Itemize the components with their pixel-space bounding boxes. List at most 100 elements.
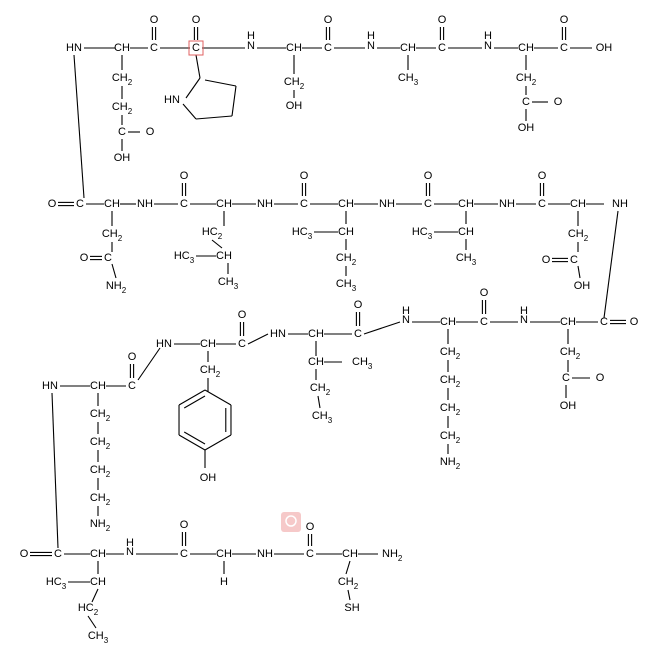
c-label-47: C xyxy=(424,198,432,210)
ch-label-41: CH xyxy=(216,198,232,210)
bond-layer xyxy=(30,27,626,629)
bond-143 xyxy=(51,392,59,549)
ch-label-130: CH xyxy=(90,576,106,588)
o-label-91: O xyxy=(630,316,639,328)
ch-label-79: CH xyxy=(308,328,324,340)
n-label-11: N xyxy=(367,40,375,52)
c-label-36: C xyxy=(76,198,84,210)
ch2-label-70: CH2 xyxy=(568,228,589,243)
highlight-marker[interactable] xyxy=(281,512,301,532)
bond-161 xyxy=(91,588,99,603)
h3c-label-61: HC3 xyxy=(174,250,195,265)
h3c-label-131: HC3 xyxy=(46,576,67,591)
ch-label-8: CH xyxy=(286,42,302,54)
ch-label-1: CH xyxy=(114,42,130,54)
o-label-25: O xyxy=(146,126,155,138)
ch3-label-95: CH3 xyxy=(352,356,373,371)
ch2-label-22: CH2 xyxy=(112,72,133,87)
c-label-90: C xyxy=(600,316,608,328)
o-label-122: O xyxy=(180,519,189,531)
bond-112 xyxy=(178,434,206,451)
bond-110 xyxy=(178,389,206,406)
o-label-81: O xyxy=(354,299,363,311)
nh-label-50: NH xyxy=(499,198,515,210)
o-label-77: O xyxy=(238,309,247,321)
n-label-82: N xyxy=(402,314,410,326)
bond-137 xyxy=(137,347,161,381)
c-label-14: C xyxy=(438,42,446,54)
nh2-label-128: NH2 xyxy=(382,548,403,563)
ch2-label-134: CH2 xyxy=(338,576,359,591)
nh-label-46: NH xyxy=(379,198,395,210)
n-label-119: N xyxy=(126,546,134,558)
bond-30 xyxy=(185,77,201,99)
bond-42 xyxy=(73,54,85,199)
hn-label-78: HN xyxy=(270,328,286,340)
nh2-label-115: NH2 xyxy=(90,518,111,533)
o-label-33: O xyxy=(554,96,563,108)
ch-label-94: CH xyxy=(308,356,324,368)
bond-163 xyxy=(345,560,351,575)
nh-label-54: NH xyxy=(612,198,628,210)
bond-32 xyxy=(195,115,233,120)
nh-label-42: NH xyxy=(257,198,273,210)
c-label-51: C xyxy=(538,198,546,210)
ch-label-75: CH xyxy=(200,338,216,350)
n-label-87: N xyxy=(520,314,528,326)
selected-atom-marker[interactable] xyxy=(188,40,204,56)
ch-label-37: CH xyxy=(104,198,120,210)
ch2-label-23: CH2 xyxy=(112,101,133,116)
bond-87 xyxy=(577,265,581,279)
n-label-16: N xyxy=(484,40,492,52)
ch2-label-99: CH2 xyxy=(440,374,461,389)
c-label-85: C xyxy=(480,316,488,328)
o-label-35: O xyxy=(48,198,57,210)
ch-label-123: CH xyxy=(216,548,232,560)
ch-label-67: CH xyxy=(458,226,474,238)
h2c-label-59: HC2 xyxy=(202,226,223,241)
o-label-126: O xyxy=(306,521,315,533)
c-label-76: C xyxy=(238,338,246,350)
o-label-52: O xyxy=(538,170,547,182)
oh-label-29: OH xyxy=(286,100,303,112)
c-label-19: C xyxy=(560,42,568,54)
o-label-40: O xyxy=(180,170,189,182)
h-label-83: H xyxy=(402,305,410,317)
h2c-label-132: HC2 xyxy=(78,602,99,617)
h-label-12: H xyxy=(367,30,375,42)
bond-116 xyxy=(183,395,206,409)
o-label-3: O xyxy=(150,14,159,26)
c-label-121: C xyxy=(180,548,188,560)
hn-label-107: HN xyxy=(42,380,58,392)
hn-label-27: HN xyxy=(164,94,180,106)
c-label-104: C xyxy=(562,372,570,384)
c-label-117: C xyxy=(54,548,62,560)
ch2-label-103: CH2 xyxy=(560,346,581,361)
bond-113 xyxy=(204,434,232,451)
c-label-39: C xyxy=(180,198,188,210)
bond-73 xyxy=(211,239,223,249)
bond-88 xyxy=(603,210,619,319)
hn-label-74: HN xyxy=(156,338,172,350)
hn-label-0: HN xyxy=(66,42,82,54)
ch3-label-66: CH3 xyxy=(336,278,357,293)
bond-31 xyxy=(182,103,197,120)
bond-29 xyxy=(195,54,201,79)
ch-label-89: CH xyxy=(560,316,576,328)
ch2-label-96: CH2 xyxy=(310,382,331,397)
c-label-71: C xyxy=(570,254,578,266)
o-label-10: O xyxy=(324,14,333,26)
bond-164 xyxy=(347,589,351,601)
oh-label-34: OH xyxy=(518,122,535,134)
ch3-label-97: CH3 xyxy=(312,410,333,425)
ch-label-118: CH xyxy=(90,548,106,560)
oh-label-93: OH xyxy=(200,472,217,484)
bond-115 xyxy=(204,389,232,406)
o-label-57: O xyxy=(80,252,89,264)
bond-117 xyxy=(183,431,206,445)
ch-label-63: CH xyxy=(338,226,354,238)
ch-label-18: CH xyxy=(518,42,534,54)
ch2-label-92: CH2 xyxy=(200,364,221,379)
